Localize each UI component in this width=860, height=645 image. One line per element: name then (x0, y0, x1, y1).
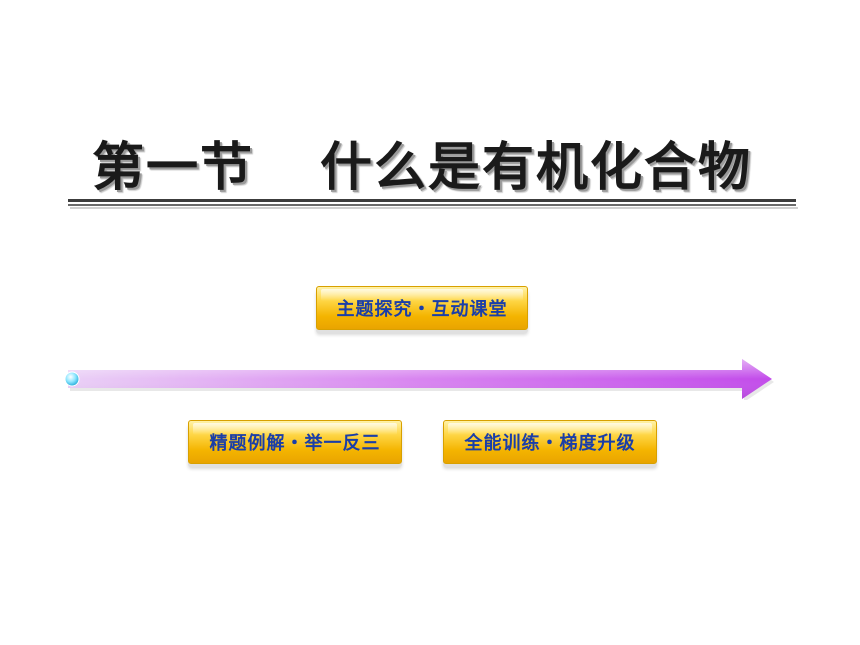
example-analysis-button[interactable]: 精题例解・举一反三 (188, 420, 402, 464)
timeline-arrow (62, 358, 776, 400)
title-section-number: 第一节 (92, 137, 255, 198)
comprehensive-training-button[interactable]: 全能训练・梯度升级 (443, 420, 657, 464)
topic-exploration-button[interactable]: 主题探究・互动课堂 (316, 286, 528, 330)
title-underline-secondary (68, 204, 796, 206)
topic-exploration-label: 主题探究・互动课堂 (336, 299, 508, 320)
arrow-graphic (64, 359, 774, 400)
example-analysis-label: 精题例解・举一反三 (209, 433, 381, 454)
slide-title: 第一节 什么是有机化合物 (92, 138, 792, 198)
comprehensive-training-label: 全能训练・梯度升级 (464, 433, 636, 454)
title-underline-shadow (70, 207, 798, 209)
title-topic: 什么是有机化合物 (320, 137, 753, 198)
arrow-highlight (68, 359, 772, 399)
arrow-start-dot (64, 371, 80, 387)
title-underline (68, 199, 796, 202)
